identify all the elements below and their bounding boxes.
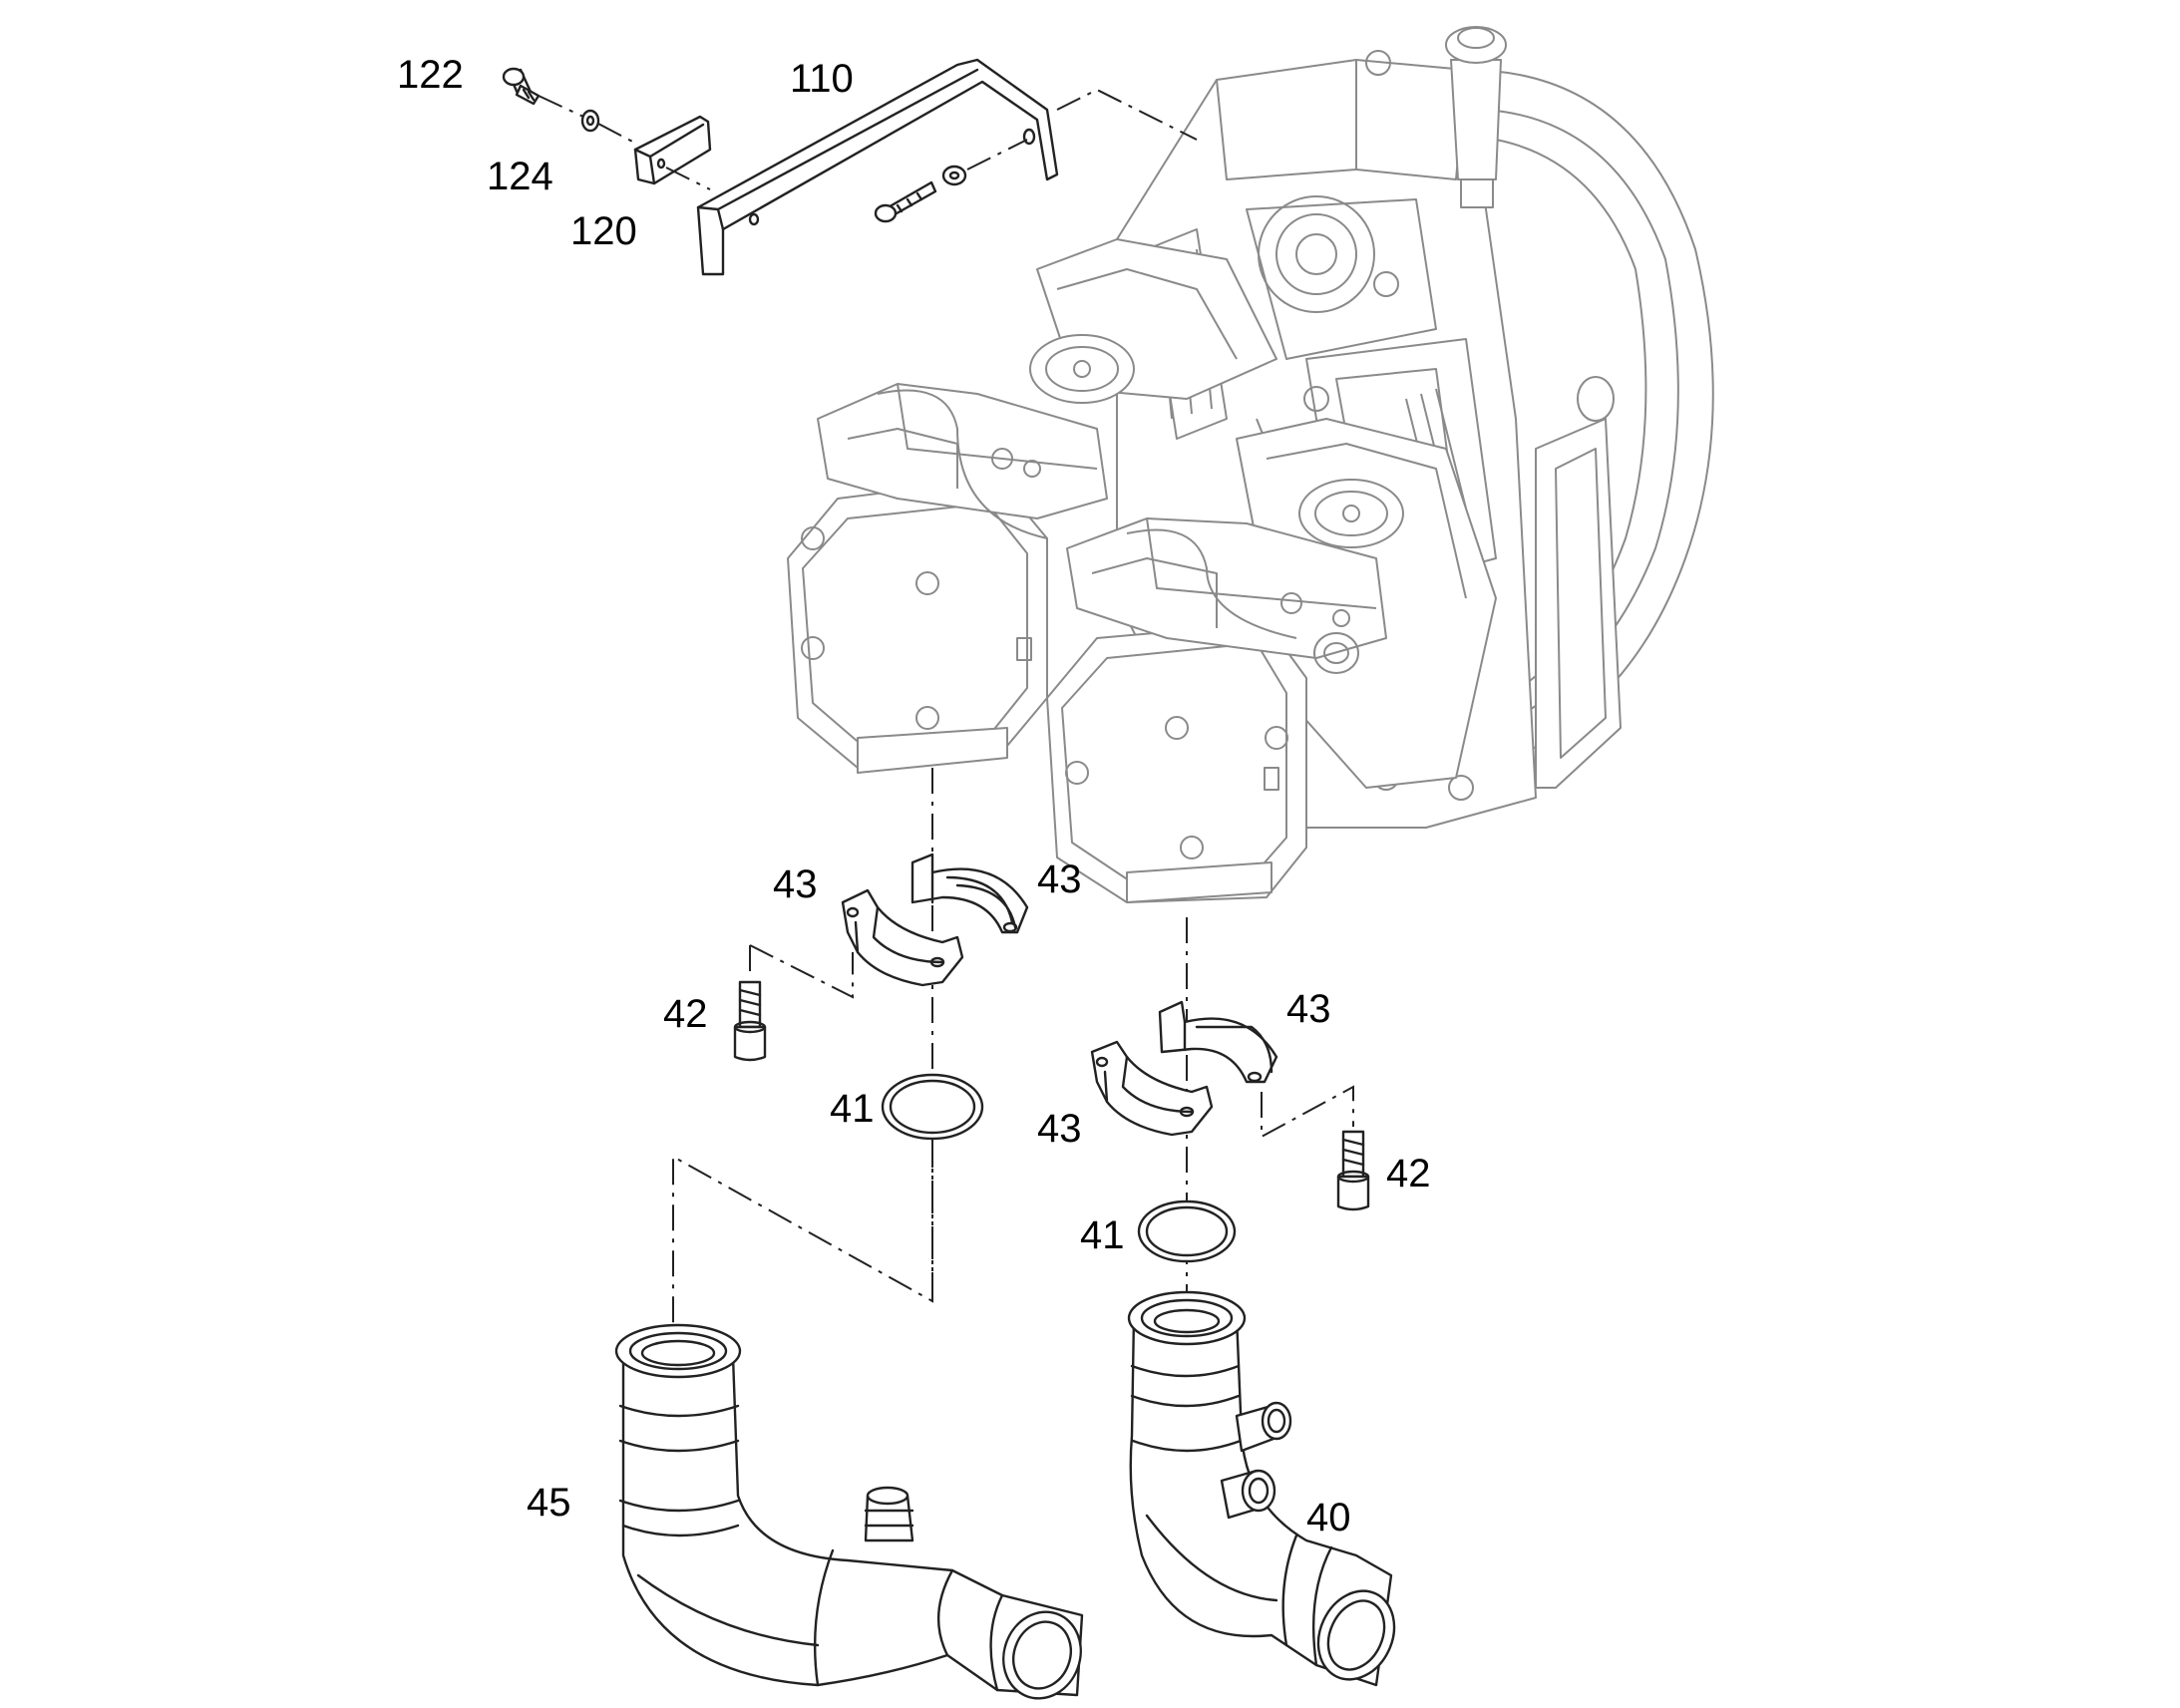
bracket-110 [696,58,1059,276]
label-41-b: 41 [1080,1213,1125,1257]
control-valve-right [1066,517,1387,659]
label-43-a: 43 [773,862,818,906]
label-122: 122 [397,53,464,97]
washer-124 [580,109,600,133]
screw-122 [502,67,541,106]
label-40: 40 [1306,1496,1351,1539]
o-ring-41-a [881,1073,984,1141]
label-110: 110 [790,57,854,101]
pipe-40 [1127,1290,1396,1687]
label-120: 120 [570,209,637,253]
bracket-bolt [874,165,967,223]
breather-tube [1450,59,1502,180]
label-43-d: 43 [1037,1107,1082,1151]
label-43-b: 43 [1037,857,1082,901]
plate-120 [633,115,712,185]
o-ring-41-b [1137,1199,1237,1263]
clamp-half-43-d [1090,1040,1214,1137]
clamp-half-43-c [1158,1000,1278,1084]
label-124: 124 [487,155,553,198]
bolt-42-b [1336,1130,1370,1211]
right-connection-stack [1090,917,1396,1687]
label-41-a: 41 [830,1087,875,1131]
bolt-42-a [733,980,767,1062]
label-42-a: 42 [663,992,708,1036]
gearbox-pump-assembly [787,26,1714,903]
label-45: 45 [527,1481,571,1525]
label-43-c: 43 [1286,987,1331,1031]
control-valve-left [817,383,1108,519]
label-42-b: 42 [1386,1152,1431,1196]
part-labels: 122 124 120 110 43 43 42 41 43 43 42 41 … [397,53,1431,1539]
clamp-half-43-b [910,853,1029,934]
pipe-45 [614,1323,1084,1700]
clamp-half-43-a [841,888,964,987]
side-cover [1535,418,1622,789]
left-connection-stack [614,768,1084,1700]
bracket-group [502,58,1198,276]
